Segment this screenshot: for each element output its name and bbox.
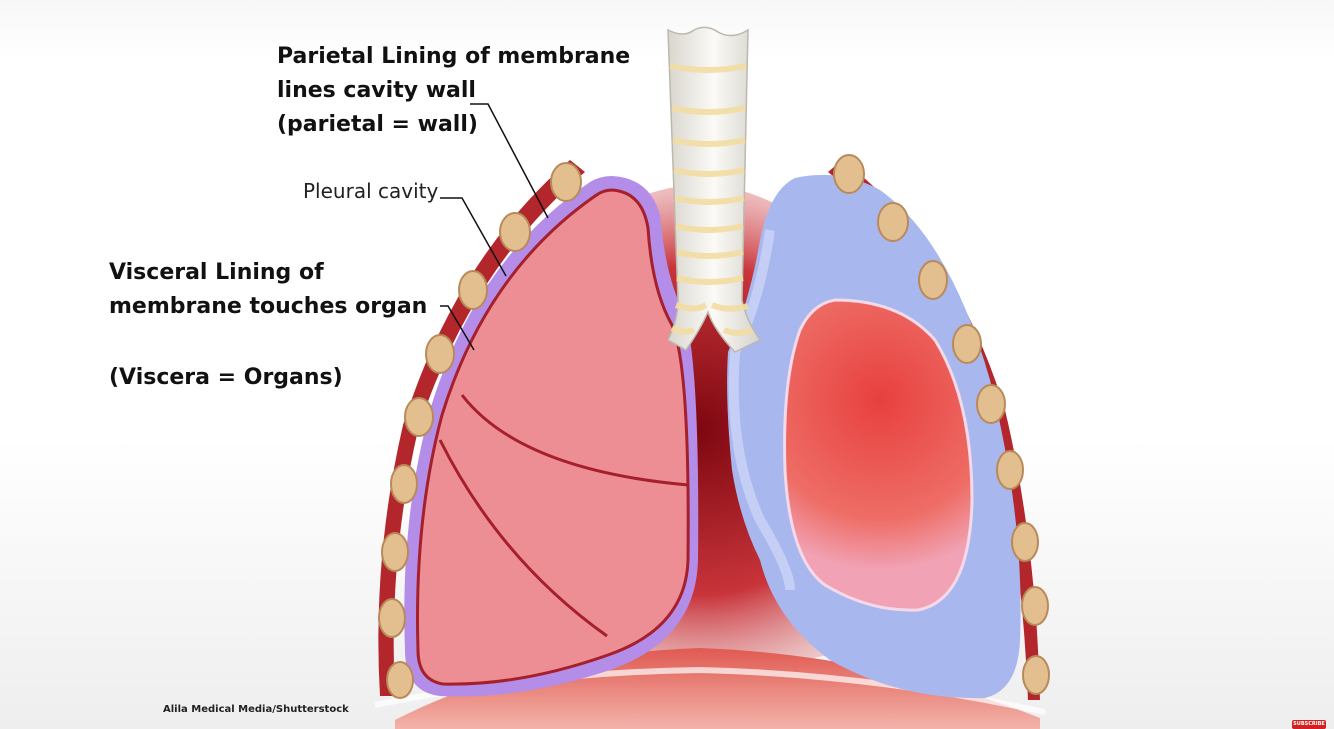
rib-right-8 (1021, 586, 1049, 626)
rib-right-2 (877, 202, 909, 242)
parietal-label: Parietal Lining of membrane lines cavity… (277, 40, 630, 142)
visceral-label-line-2: membrane touches organ (109, 294, 428, 319)
subscribe-badge[interactable]: SUBSCRIBE (1292, 720, 1326, 729)
parietal-leader-line (470, 103, 549, 219)
ribs-left (378, 162, 582, 699)
image-credit: Alila Medical Media/Shutterstock (163, 704, 349, 715)
parietal-label-line-1: Parietal Lining of membrane (277, 44, 631, 69)
parietal-label-line-3: (parietal = wall) (277, 112, 478, 137)
visceral-leader-line (440, 305, 475, 351)
rib-left-7 (381, 532, 409, 572)
rib-left-3 (458, 270, 488, 310)
rib-right-5 (976, 384, 1006, 424)
visceral-label-line-1: Visceral Lining of (109, 260, 324, 285)
trachea-cartilage-rings (669, 63, 754, 336)
left-lung-fissure-upper (460, 394, 689, 487)
rib-right-1 (833, 154, 865, 194)
rib-left-2 (499, 212, 531, 252)
left-lung-fissure-lower (438, 439, 608, 638)
rib-right-6 (996, 450, 1024, 490)
ribs-right (833, 154, 1050, 695)
rib-left-9 (386, 661, 414, 699)
rib-left-4 (425, 334, 455, 374)
rib-right-3 (918, 260, 948, 300)
parietal-label-line-2: lines cavity wall (277, 78, 476, 103)
rib-left-1 (550, 162, 582, 202)
left-lung (416, 188, 690, 686)
viscera-label: (Viscera = Organs) (109, 365, 343, 390)
rib-right-4 (952, 324, 982, 364)
pleural-cavity-label: Pleural cavity (303, 179, 439, 203)
right-lung-inner (783, 298, 974, 612)
rib-right-9 (1022, 655, 1050, 695)
rib-right-7 (1011, 522, 1039, 562)
chest-wall-left (378, 160, 585, 696)
rib-left-5 (404, 397, 434, 437)
rib-left-8 (378, 598, 406, 638)
pleural-cavity-leader-line (440, 197, 507, 277)
rib-left-6 (390, 464, 418, 504)
visceral-label: Visceral Lining of membrane touches orga… (109, 256, 427, 324)
right-pleura-glow (728, 229, 795, 591)
